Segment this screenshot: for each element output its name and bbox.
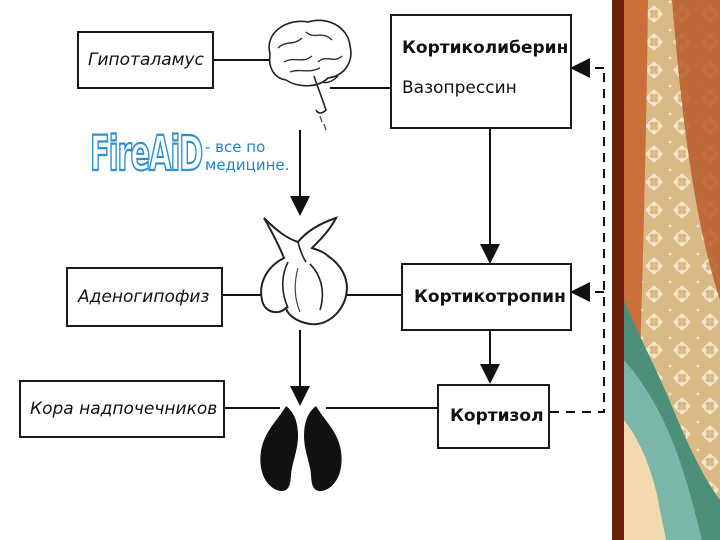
corticotropin-box: Кортикотропин: [401, 263, 572, 331]
hypothalamus-box: Гипоталамус: [77, 31, 214, 89]
brain-illustration: [268, 19, 352, 131]
hypothalamus-label: Гипоталамус: [88, 50, 204, 70]
tagline-line-1: - все по: [205, 138, 266, 156]
svg-text:FireAiD: FireAiD: [90, 126, 202, 182]
cortisol-label: Кортизол: [450, 406, 544, 426]
adenohypophysis-box: Аденогипофиз: [66, 267, 223, 327]
fireaid-logo: FireAiD: [89, 125, 205, 183]
adenohypophysis-label: Аденогипофиз: [78, 287, 210, 307]
adrenal-glands-illustration: [260, 406, 342, 492]
corticoliberin-box: Кортиколиберин Вазопрессин: [390, 14, 572, 129]
fireaid-tagline: - все по медицине.: [205, 138, 289, 174]
adrenal-cortex-box: Кора надпочечников: [19, 380, 225, 438]
feedback-dashed-line: [550, 68, 605, 413]
corticoliberin-label: Кортиколиберин: [402, 38, 569, 58]
corticotropin-label: Кортикотропин: [414, 287, 566, 307]
decorative-side-panel: [612, 0, 720, 540]
vasopressin-label: Вазопрессин: [402, 78, 517, 98]
tagline-line-2: медицине.: [205, 156, 290, 174]
pituitary-illustration: [260, 216, 348, 326]
cortisol-box: Кортизол: [437, 384, 550, 449]
adrenal-cortex-label: Кора надпочечников: [30, 399, 218, 419]
